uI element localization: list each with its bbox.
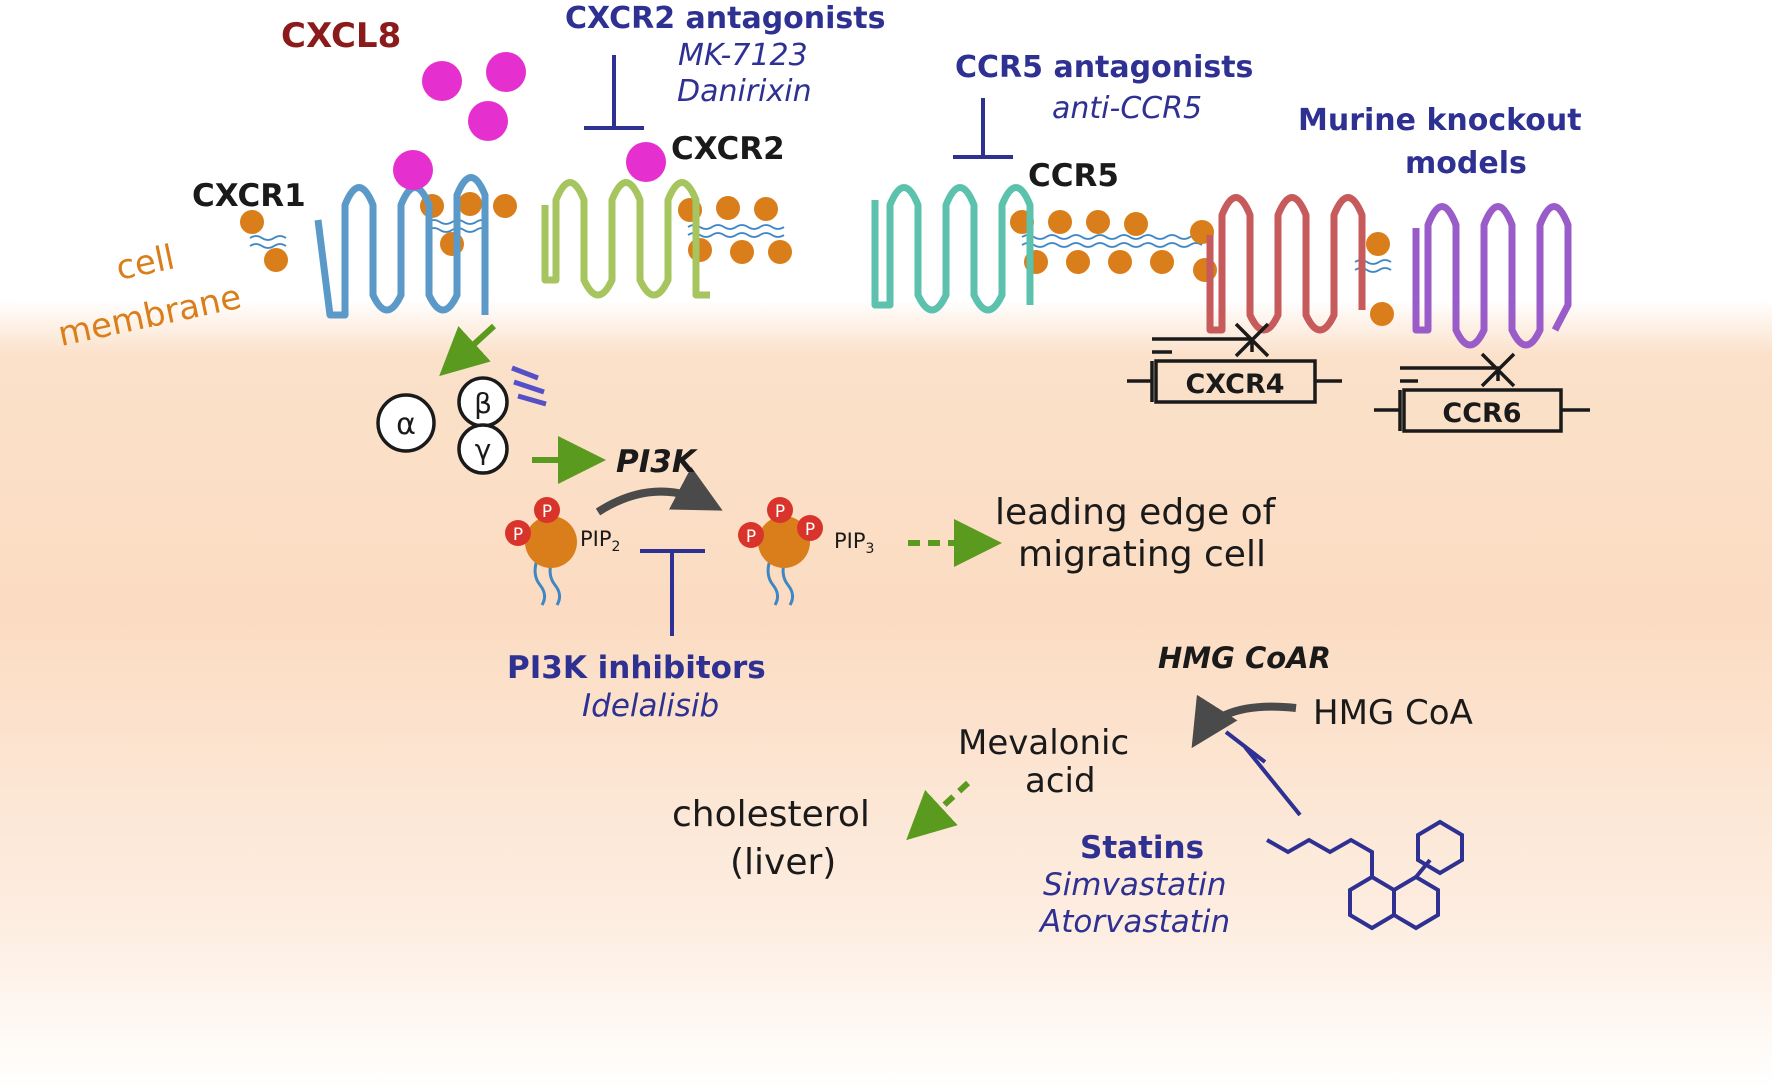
receptor-cxcr1 xyxy=(314,174,489,319)
cxcr1-label: CXCR1 xyxy=(192,178,306,214)
ccr5-drug-0: anti-CCR5 xyxy=(1052,91,1202,126)
pi3k-inhibitor-title: PI3K inhibitors xyxy=(507,650,766,686)
g-beta-label: β xyxy=(474,387,492,420)
g-gamma-subunit xyxy=(457,423,509,475)
hmgcoar-label: HMG CoAR xyxy=(1158,641,1331,675)
statin-molecule-icon xyxy=(1266,819,1464,931)
pi3k-inhibitor-drug-0: Idelalisib xyxy=(582,688,719,724)
statin-inhibitor-bar xyxy=(1224,730,1302,817)
cxcr4-gene-box xyxy=(1154,359,1317,404)
statins-title: Statins xyxy=(1080,830,1204,866)
cxcr4-gene-knockout xyxy=(1127,322,1342,402)
cxcr2-inhibitor-bar xyxy=(584,55,644,130)
pip3-phosphate-3: P xyxy=(805,520,815,540)
pi3k-label: PI3K xyxy=(616,444,698,480)
statin-drug-0: Simvastatin xyxy=(1043,867,1227,903)
cxcr2-drug-0: MK-7123 xyxy=(678,38,808,73)
statin-drug-1: Atorvastatin xyxy=(1038,904,1230,940)
ccr6-gene-knockout xyxy=(1374,352,1590,431)
cholesterol-line2: (liver) xyxy=(730,842,836,883)
activation-arrow xyxy=(439,323,497,377)
pip2-molecule xyxy=(505,497,577,606)
receptor-ccr6 xyxy=(1412,203,1572,349)
pi3k-inhibitor-bar xyxy=(640,549,705,636)
cxcr2-label: CXCR2 xyxy=(671,131,785,167)
cytoplasm xyxy=(0,300,1772,1089)
cxcr4-gene-label: CXCR4 xyxy=(1185,369,1284,400)
mevalonic-line1: Mevalonic xyxy=(958,723,1129,763)
pip2-phosphate-1: P xyxy=(513,525,523,545)
cxcr2-drug-1: Danirixin xyxy=(677,74,812,109)
g-alpha-subunit xyxy=(376,393,436,453)
cholesterol-line1: cholesterol xyxy=(672,794,870,835)
receptor-ccr5 xyxy=(871,184,1034,314)
g-gamma-label: γ xyxy=(475,433,492,466)
ccr5-inhibitor-bar xyxy=(953,98,1013,159)
knockout-title-line1: Murine knockout xyxy=(1298,103,1582,138)
ccr6-gene-box xyxy=(1402,388,1563,433)
mevalonic-to-cholesterol-arrow xyxy=(906,780,971,841)
cxcl8-particles xyxy=(393,52,666,190)
leading-edge-line1: leading edge of xyxy=(995,492,1277,533)
ccr5-antagonist-title: CCR5 antagonists xyxy=(955,50,1253,85)
pi3k-conversion-arrow xyxy=(595,467,723,516)
leading-edge-line2: migrating cell xyxy=(1018,534,1266,575)
receptor-cxcr2 xyxy=(541,179,710,299)
hmgcoar-conversion-arrow xyxy=(1191,694,1297,749)
pip3-molecule xyxy=(738,497,823,606)
pip3-phosphate-1: P xyxy=(746,527,756,547)
g-alpha-label: α xyxy=(396,407,416,442)
ligand-label: CXCL8 xyxy=(281,16,401,56)
membrane-label-line1: cell xyxy=(113,238,179,289)
mevalonic-line2: acid xyxy=(1025,761,1096,801)
g-beta-signal-icon xyxy=(511,365,547,407)
pip3-label: PIP3 xyxy=(834,529,874,557)
pip2-label: PIP2 xyxy=(580,527,620,555)
pip2-phosphate-2: P xyxy=(542,502,552,522)
cxcr2-antagonist-title: CXCR2 antagonists xyxy=(565,1,885,36)
pip3-phosphate-2: P xyxy=(775,502,785,522)
ccr5-label: CCR5 xyxy=(1028,158,1119,194)
hmg-coa-label: HMG CoA xyxy=(1313,693,1473,733)
receptor-cxcr4 xyxy=(1206,194,1366,334)
ccr6-gene-label: CCR6 xyxy=(1442,398,1521,429)
knockout-title-line2: models xyxy=(1405,146,1527,181)
